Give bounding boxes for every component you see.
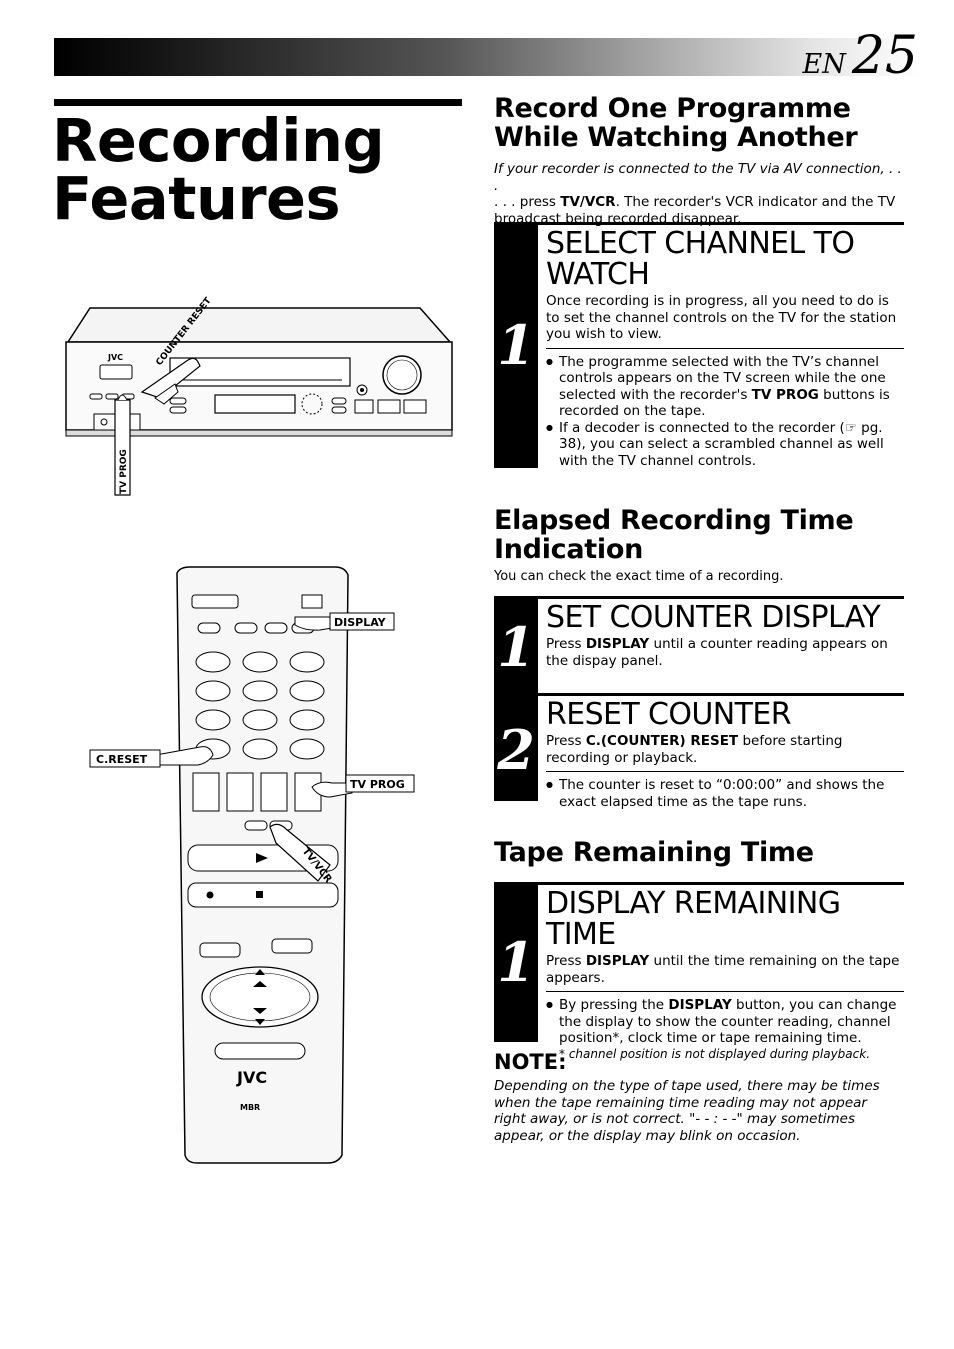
bullet-item: The counter is reset to “0:00:00” and sh…	[546, 777, 904, 810]
creset-callout: C.RESET	[96, 753, 148, 766]
section-heading-elapsed-time: Elapsed Recording Time Indication	[494, 505, 854, 565]
step-title: RESET COUNTER	[546, 697, 792, 732]
title-rule	[54, 99, 462, 106]
step-rule	[538, 222, 904, 225]
bullet-item: The programme selected with the TV’s cha…	[546, 354, 904, 420]
step-display-remaining-time: 1 DISPLAY REMAINING TIME Press DISPLAY u…	[494, 882, 904, 1061]
step-title: SET COUNTER DISPLAY	[546, 600, 881, 635]
step-number: 1	[497, 615, 535, 680]
display-callout: DISPLAY	[334, 616, 387, 629]
step-select-channel: 1 SELECT CHANNEL TO WATCH Once recording…	[494, 222, 904, 470]
step-number-block: 1 2	[494, 596, 538, 801]
section-heading-record-while-watching: Record One Programme While Watching Anot…	[494, 93, 858, 153]
note-heading: NOTE:	[494, 1050, 567, 1074]
section-heading-tape-remaining: Tape Remaining Time	[494, 837, 814, 868]
step-number: 1	[494, 222, 538, 468]
remote-badge: MBR	[240, 1103, 260, 1112]
vcr-illustration: JVC COUNTER RESET TV PROG	[65, 295, 453, 496]
note-body: Depending on the type of tape used, ther…	[494, 1078, 880, 1144]
tv-prog-callout: TV PROG	[119, 449, 129, 494]
step-body: Press DISPLAY until the time remaining o…	[546, 953, 900, 986]
step-rule	[538, 693, 904, 696]
vcr-brand: JVC	[107, 353, 123, 362]
step-body: Press C.(COUNTER) RESET before starting …	[546, 733, 843, 766]
step-number: 2	[497, 717, 535, 782]
remote-brand: JVC	[236, 1068, 267, 1087]
remote-illustration: JVC MBR DISPLAY C.RESET TV PROG TV/VCR	[89, 566, 415, 1164]
step-body: Press DISPLAY until a counter reading ap…	[546, 636, 888, 669]
step-rule	[538, 596, 904, 599]
section-intro: You can check the exact time of a record…	[494, 569, 784, 584]
section-intro: If your recorder is connected to the TV …	[494, 161, 904, 227]
bullet-item: By pressing the DISPLAY button, you can …	[546, 997, 904, 1047]
intro-line-a: If your recorder is connected to the TV …	[494, 161, 902, 194]
page-lang: EN	[802, 49, 846, 80]
step-set-counter-display: 1 2 SET COUNTER DISPLAY Press DISPLAY un…	[494, 596, 904, 810]
intro-line-b: . . . press	[494, 194, 561, 210]
hand-pointer-icon	[114, 394, 131, 496]
page-num: 25	[851, 26, 918, 86]
step-number: 1	[494, 882, 538, 1042]
step-title: SELECT CHANNEL TO WATCH	[546, 226, 855, 292]
intro-key: TV/VCR	[560, 194, 616, 210]
step-rule	[538, 882, 904, 885]
step-title: DISPLAY REMAINING TIME	[546, 886, 841, 952]
step-body: Once recording is in progress, all you n…	[546, 293, 897, 342]
footnote: * channel position is not displayed duri…	[559, 1046, 871, 1061]
header-gradient-bar	[54, 38, 922, 76]
hand-pointer-icon	[140, 357, 201, 405]
bullet-item: If a decoder is connected to the recorde…	[546, 420, 904, 470]
page-title: Recording Features	[52, 106, 385, 233]
tvprog-callout: TV PROG	[350, 778, 405, 791]
